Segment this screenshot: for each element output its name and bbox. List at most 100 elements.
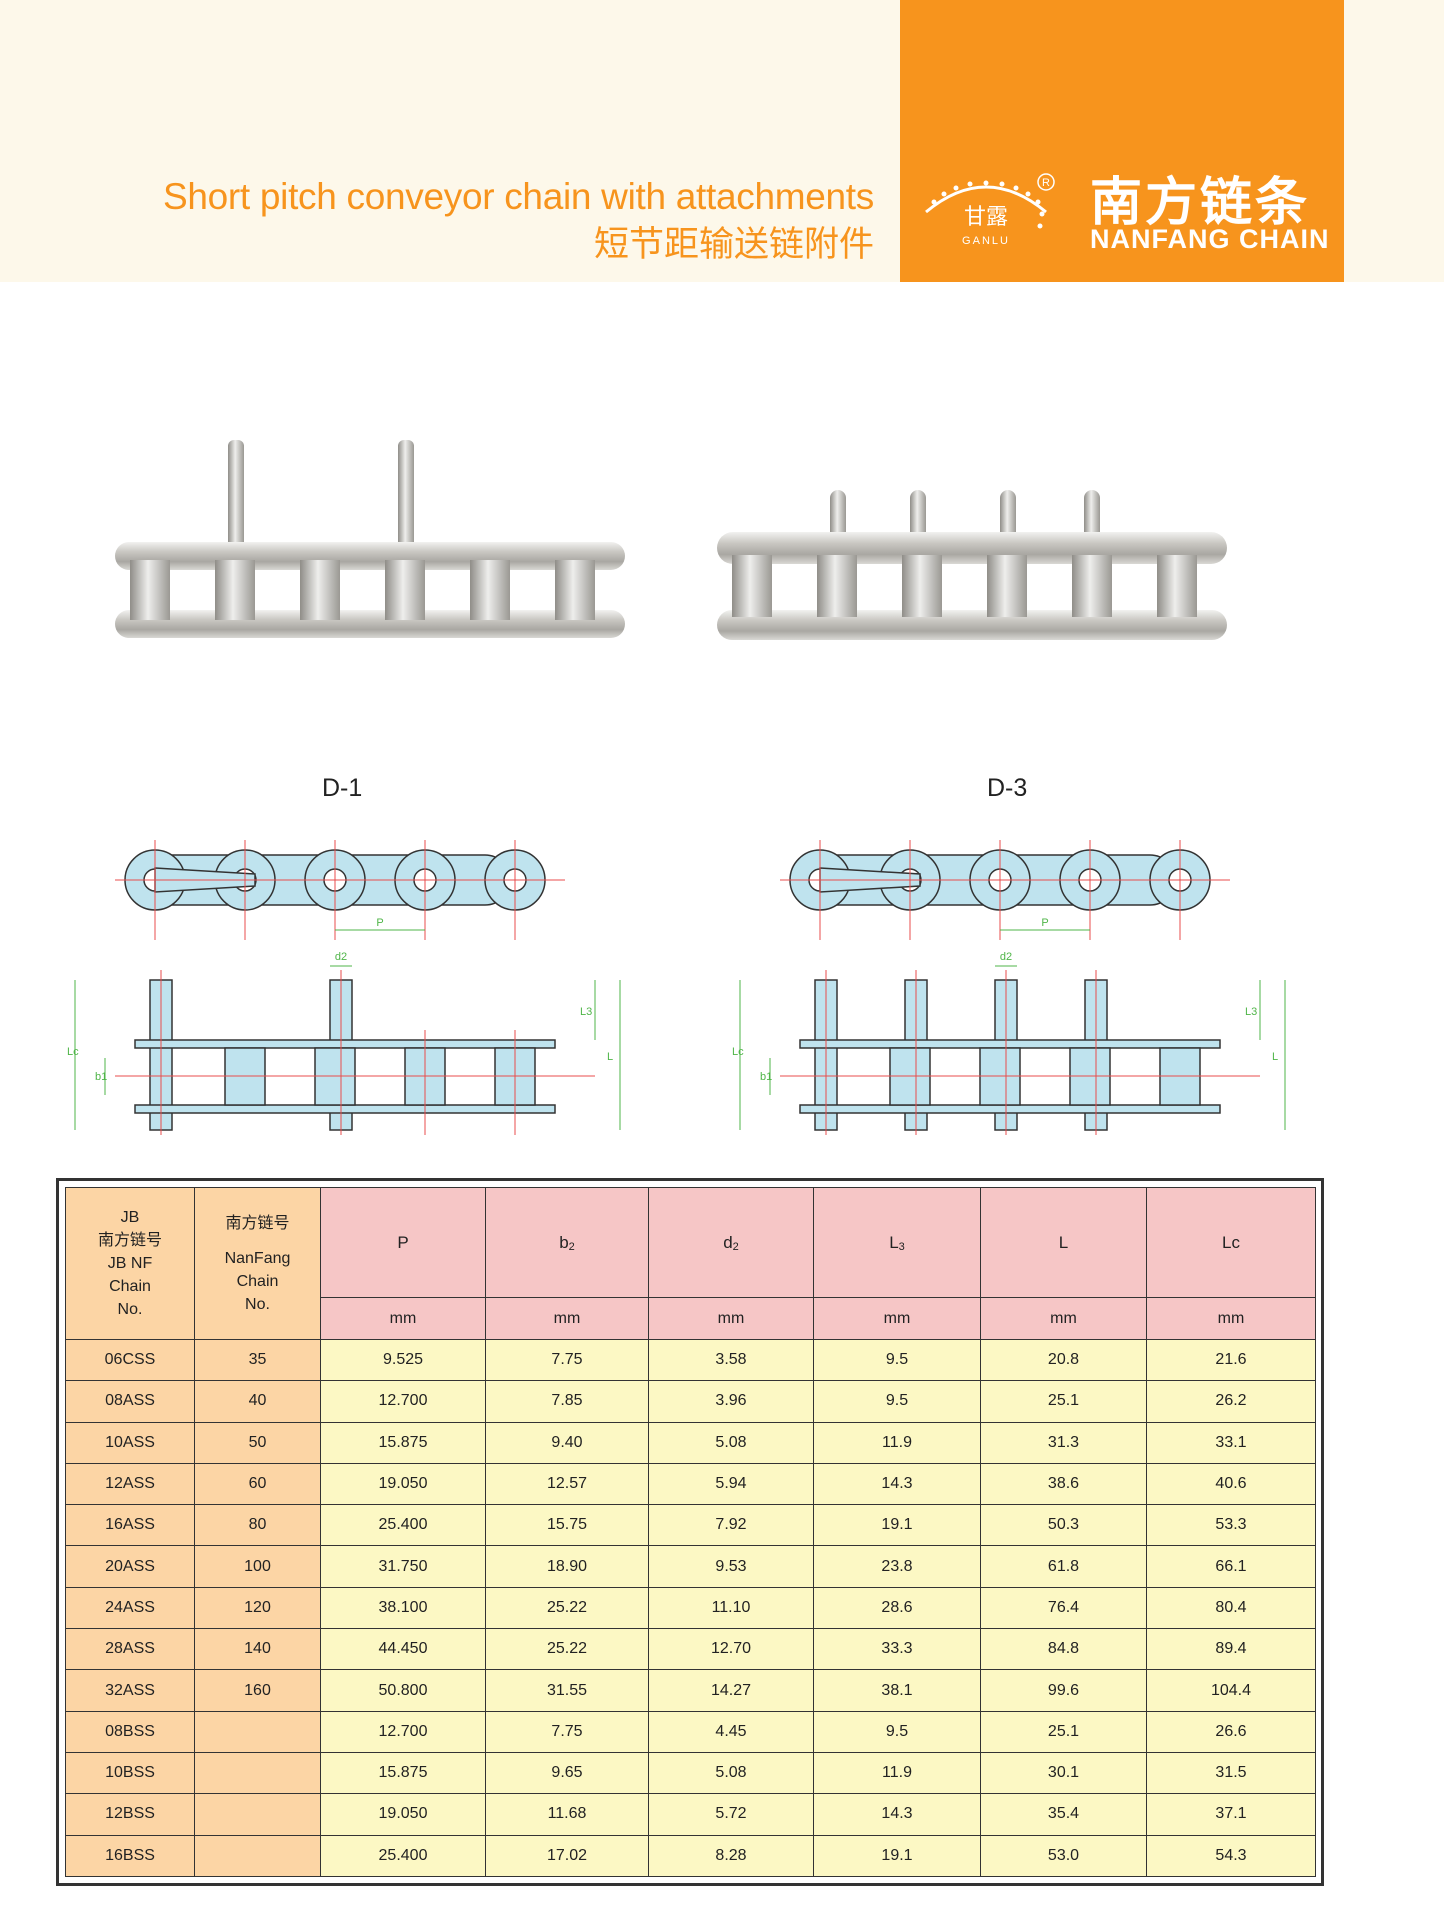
- header-line: 南方链号: [225, 1214, 290, 1232]
- cell-value: 26.2: [1146, 1380, 1316, 1423]
- cell-jb-chain-no: 16BSS: [65, 1834, 195, 1878]
- svg-text:L: L: [607, 1051, 613, 1063]
- cell-value: 15.75: [485, 1504, 649, 1547]
- cell-nanfang-chain-no: 140: [194, 1628, 321, 1671]
- cell-jb-chain-no: 06CSS: [65, 1338, 195, 1382]
- cell-value: 11.68: [485, 1793, 649, 1836]
- svg-text:L: L: [1272, 1051, 1278, 1063]
- cell-value: 76.4: [980, 1586, 1147, 1630]
- svg-text:GANLU: GANLU: [962, 235, 1010, 247]
- param-subscript: 2: [568, 1240, 575, 1253]
- cell-value: 11.9: [813, 1421, 981, 1464]
- cell-value: 15.875: [320, 1751, 486, 1795]
- cell-value: 14.3: [813, 1793, 981, 1836]
- cell-value: 9.40: [485, 1421, 649, 1464]
- svg-text:L3: L3: [580, 1006, 592, 1018]
- cell-value: 31.55: [485, 1669, 649, 1712]
- header-line: NanFang: [224, 1249, 291, 1267]
- cell-value: 28.6: [813, 1586, 981, 1630]
- header-line: Chain: [109, 1278, 151, 1295]
- cell-value: 5.08: [648, 1421, 814, 1464]
- param-symbol: L: [889, 1232, 899, 1252]
- header-line: 南方链号: [97, 1232, 162, 1249]
- cell-value: 80.4: [1146, 1586, 1316, 1630]
- page-title-cn: 短节距输送链附件: [593, 225, 874, 265]
- cell-nanfang-chain-no: 100: [194, 1545, 321, 1588]
- cell-nanfang-chain-no: 120: [194, 1586, 321, 1630]
- cell-value: 19.050: [320, 1462, 486, 1506]
- cell-jb-chain-no: 10ASS: [65, 1421, 195, 1464]
- param-subscript: 3: [898, 1240, 905, 1253]
- cell-nanfang-chain-no: 60: [194, 1462, 321, 1506]
- param-symbol: b: [559, 1232, 569, 1252]
- svg-text:b1: b1: [760, 1071, 772, 1083]
- cell-nanfang-chain-no: 35: [194, 1338, 321, 1382]
- cell-value: 25.1: [980, 1380, 1147, 1423]
- cell-value: 14.3: [813, 1462, 981, 1506]
- page-title-en: Short pitch conveyor chain with attachme…: [162, 176, 874, 217]
- header-unit: mm: [980, 1297, 1147, 1340]
- cell-value: 7.75: [485, 1338, 649, 1382]
- brand-name-cn: 南方链条: [1090, 173, 1311, 233]
- cell-value: 12.70: [648, 1628, 814, 1671]
- cell-value: 7.92: [648, 1504, 814, 1547]
- cell-value: 7.75: [485, 1710, 649, 1753]
- cell-jb-chain-no: 08ASS: [65, 1380, 195, 1423]
- cell-jb-chain-no: 12ASS: [65, 1462, 195, 1506]
- cell-value: 35.4: [980, 1793, 1147, 1836]
- header-line: No.: [245, 1295, 270, 1313]
- svg-text:b1: b1: [95, 1071, 107, 1083]
- param-symbol: d: [723, 1232, 733, 1252]
- cell-jb-chain-no: 16ASS: [65, 1504, 195, 1547]
- svg-text:P: P: [1041, 917, 1048, 929]
- cell-value: 99.6: [980, 1669, 1147, 1712]
- cell-value: 9.5: [813, 1338, 981, 1382]
- svg-text:Lc: Lc: [67, 1046, 79, 1058]
- cell-value: 12.700: [320, 1380, 486, 1423]
- diagram-label-d3: D-3: [987, 774, 1028, 802]
- cell-value: 8.28: [648, 1834, 814, 1878]
- header-unit: mm: [485, 1297, 649, 1340]
- chain-photo-d1: [115, 440, 625, 638]
- cell-value: 50.3: [980, 1504, 1147, 1547]
- header-unit: mm: [648, 1297, 814, 1340]
- cell-nanfang-chain-no: [194, 1710, 321, 1753]
- ganlu-logo: 甘露 GANLU R: [925, 173, 1055, 247]
- cell-value: 25.22: [485, 1628, 649, 1671]
- cell-value: 38.1: [813, 1669, 981, 1712]
- cell-jb-chain-no: 12BSS: [65, 1793, 195, 1836]
- cell-nanfang-chain-no: 40: [194, 1380, 321, 1423]
- cell-value: 30.1: [980, 1751, 1147, 1795]
- cell-value: 9.525: [320, 1338, 486, 1382]
- cell-value: 31.3: [980, 1421, 1147, 1464]
- cell-value: 53.3: [1146, 1504, 1316, 1547]
- cell-value: 17.02: [485, 1834, 649, 1878]
- svg-text:R: R: [1042, 177, 1050, 189]
- cell-value: 5.08: [648, 1751, 814, 1795]
- cell-value: 61.8: [980, 1545, 1147, 1588]
- cell-value: 38.100: [320, 1586, 486, 1630]
- cell-value: 19.050: [320, 1793, 486, 1836]
- cell-value: 21.6: [1146, 1338, 1316, 1382]
- svg-text:Lc: Lc: [732, 1046, 744, 1058]
- cell-value: 15.875: [320, 1421, 486, 1464]
- cell-value: 3.58: [648, 1338, 814, 1382]
- cell-value: 25.400: [320, 1834, 486, 1878]
- cell-jb-chain-no: 08BSS: [65, 1710, 195, 1753]
- diagram-d3: P d2 Lc b1 L3 L: [732, 840, 1286, 1135]
- cell-value: 12.700: [320, 1710, 486, 1753]
- header-line: JB: [120, 1209, 140, 1226]
- svg-text:d2: d2: [335, 951, 347, 963]
- cell-value: 14.27: [648, 1669, 814, 1712]
